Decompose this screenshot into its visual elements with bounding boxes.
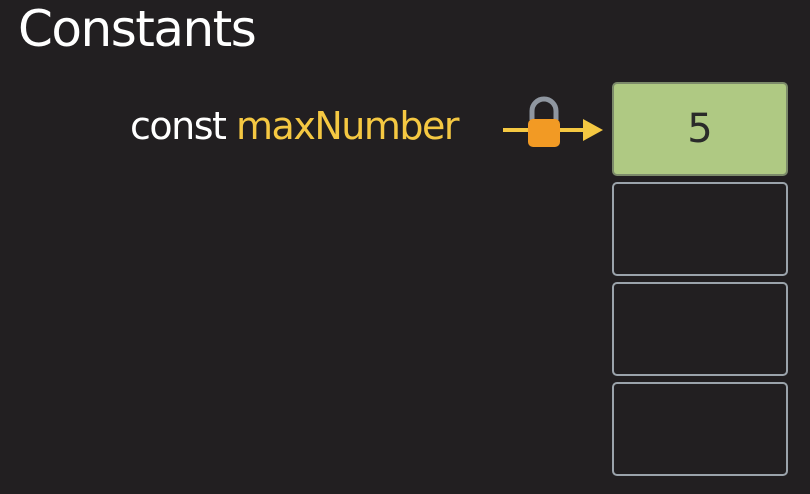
lock-icon — [528, 96, 560, 147]
memory-slot — [612, 382, 788, 476]
variable-name: maxNumber — [236, 104, 459, 148]
const-keyword: const — [130, 104, 227, 148]
lock-body — [528, 119, 560, 147]
page-title: Constants — [18, 0, 257, 58]
pointer-arrow — [503, 96, 603, 147]
slot-value: 5 — [687, 106, 713, 152]
lock-shackle — [529, 96, 559, 120]
memory-slot: 5 — [612, 82, 788, 176]
arrow-right-icon — [583, 119, 603, 141]
const-declaration: const maxNumber — [130, 104, 459, 148]
memory-slot — [612, 182, 788, 276]
memory-slot — [612, 282, 788, 376]
